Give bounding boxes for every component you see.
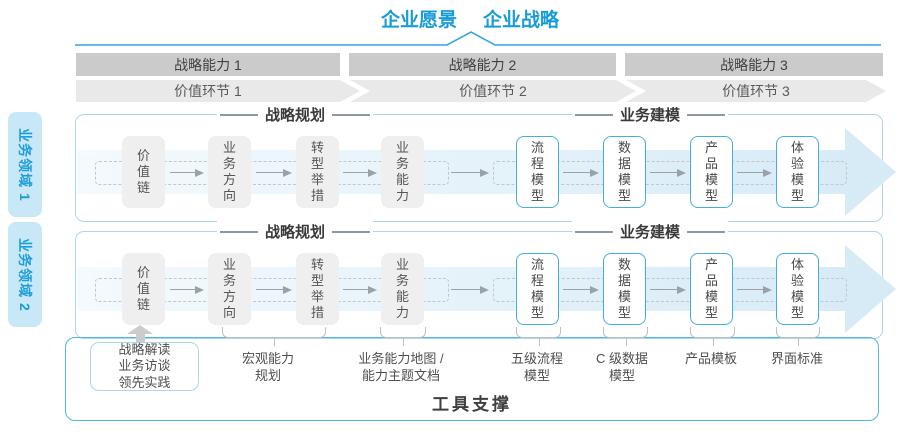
- capability-bar-3-label: 战略能力 3: [720, 56, 788, 73]
- header-title: 企业愿景 企业战略: [381, 5, 559, 32]
- capability-bar-1: 战略能力 1: [76, 53, 340, 76]
- value-chain-chevron-1: 价值环节 1: [76, 80, 360, 102]
- model-box-data: 数据模型: [603, 136, 646, 208]
- brace-connector-data: [603, 327, 648, 346]
- model-box-process: 流程模型: [516, 253, 559, 325]
- value-chain-chevron-2: 价值环节 2: [350, 80, 636, 102]
- modeling-dashed-track: [493, 161, 847, 185]
- planning-dashed-track: [95, 278, 449, 302]
- brace-connector-process: [516, 327, 561, 346]
- planning-title-text: 战略规划: [264, 107, 326, 124]
- step-box-business-direction: 业务方向: [208, 136, 251, 208]
- rollup-caret-line: [75, 31, 881, 46]
- model-box-product: 产品模型: [690, 136, 733, 208]
- step-box-transformation: 转型举措: [296, 136, 339, 208]
- planning-section-title: 战略规划: [216, 221, 374, 242]
- modeling-section-title: 业务建模: [571, 104, 729, 125]
- tool-support-label: 工具支撑: [432, 395, 512, 414]
- step-box-business-direction: 业务方向: [208, 253, 251, 325]
- brace-connector-ui: [776, 327, 820, 346]
- flow-arrow-icon: [256, 168, 292, 177]
- brace-connector-macro: [222, 327, 326, 346]
- strategy-title: 企业战略: [483, 10, 560, 31]
- up-arrow-icon: [127, 325, 153, 343]
- strategy-inputs-box: 战略解读 业务访谈 领先实践: [90, 342, 199, 391]
- capability-bar-2-label: 战略能力 2: [448, 56, 517, 73]
- modeling-title-text: 业务建模: [619, 224, 681, 241]
- title-dash-left: [219, 230, 258, 233]
- model-box-experience: 体验模型: [776, 136, 819, 208]
- model-box-product: 产品模型: [690, 253, 733, 325]
- flow-arrow-icon: [451, 168, 489, 177]
- flow-arrow-icon: [170, 285, 204, 294]
- value-chain-1-label: 价值环节 1: [174, 83, 242, 99]
- flow-arrow-icon: [343, 285, 377, 294]
- note-capability-map: 业务能力地图 / 能力主题文档: [358, 351, 444, 383]
- value-chain-chevron-3: 价值环节 3: [626, 80, 886, 102]
- title-dash-left: [574, 230, 613, 233]
- note-data-model: C 级数据 模型: [595, 351, 648, 383]
- value-chain-2-label: 价值环节 2: [459, 83, 527, 99]
- flow-arrow-icon: [170, 168, 204, 177]
- title-dash-left: [219, 113, 258, 116]
- flow-arrow-icon: [343, 168, 377, 177]
- capability-bar-2: 战略能力 2: [349, 53, 616, 76]
- flow-arrow-icon: [256, 285, 292, 294]
- modeling-title-text: 业务建模: [619, 107, 681, 124]
- domain-lane-2: 战略规划 业务建模 价值链 业务方向 转型举措 业务能力 流程模型 数据模型 产…: [0, 221, 910, 341]
- title-dash-right: [332, 113, 371, 116]
- flow-arrow-icon: [563, 285, 599, 294]
- capability-bar-3: 战略能力 3: [625, 53, 883, 76]
- step-box-business-capability: 业务能力: [381, 136, 424, 208]
- planning-dashed-track: [95, 161, 449, 185]
- model-box-experience: 体验模型: [776, 253, 819, 325]
- note-product-template: 产品模板: [684, 351, 737, 366]
- flow-arrow-icon: [650, 168, 686, 177]
- flow-arrow-icon: [563, 168, 599, 177]
- value-chain-3-label: 价值环节 3: [722, 83, 790, 99]
- title-dash-right: [687, 113, 726, 116]
- planning-section-title: 战略规划: [216, 104, 374, 125]
- modeling-dashed-track: [493, 278, 847, 302]
- planning-title-text: 战略规划: [264, 224, 326, 241]
- title-dash-left: [574, 113, 613, 116]
- title-dash-right: [687, 230, 726, 233]
- flow-arrow-icon: [737, 285, 772, 294]
- step-box-value-chain: 价值链: [122, 136, 165, 208]
- model-box-process: 流程模型: [516, 136, 559, 208]
- step-box-transformation: 转型举措: [296, 253, 339, 325]
- brace-connector-product: [690, 327, 735, 346]
- note-process-model: 五级流程 模型: [510, 351, 563, 383]
- note-macro-capability: 宏观能力 规划: [241, 351, 294, 383]
- modeling-section-title: 业务建模: [571, 221, 729, 242]
- capability-bar-1-label: 战略能力 1: [174, 56, 242, 73]
- brace-connector-capability-map: [380, 327, 426, 346]
- model-box-data: 数据模型: [603, 253, 646, 325]
- domain-lane-1: 战略规划 业务建模 价值链 业务方向 转型举措 业务能力 流程模型 数据模型 产…: [0, 104, 910, 224]
- step-box-business-capability: 业务能力: [381, 253, 424, 325]
- business-domain-tab-1: 业务领域 1: [8, 112, 42, 217]
- flow-arrow-icon: [451, 285, 489, 294]
- vision-title: 企业愿景: [380, 10, 457, 31]
- flow-arrow-icon: [650, 285, 686, 294]
- step-box-value-chain: 价值链: [122, 253, 165, 325]
- business-domain-tab-2: 业务领域 2: [8, 222, 42, 327]
- flow-arrow-icon: [737, 168, 772, 177]
- note-ui-standard: 界面标准: [770, 351, 823, 366]
- title-dash-right: [332, 230, 371, 233]
- tool-support-container: 工具支撑: [65, 337, 879, 421]
